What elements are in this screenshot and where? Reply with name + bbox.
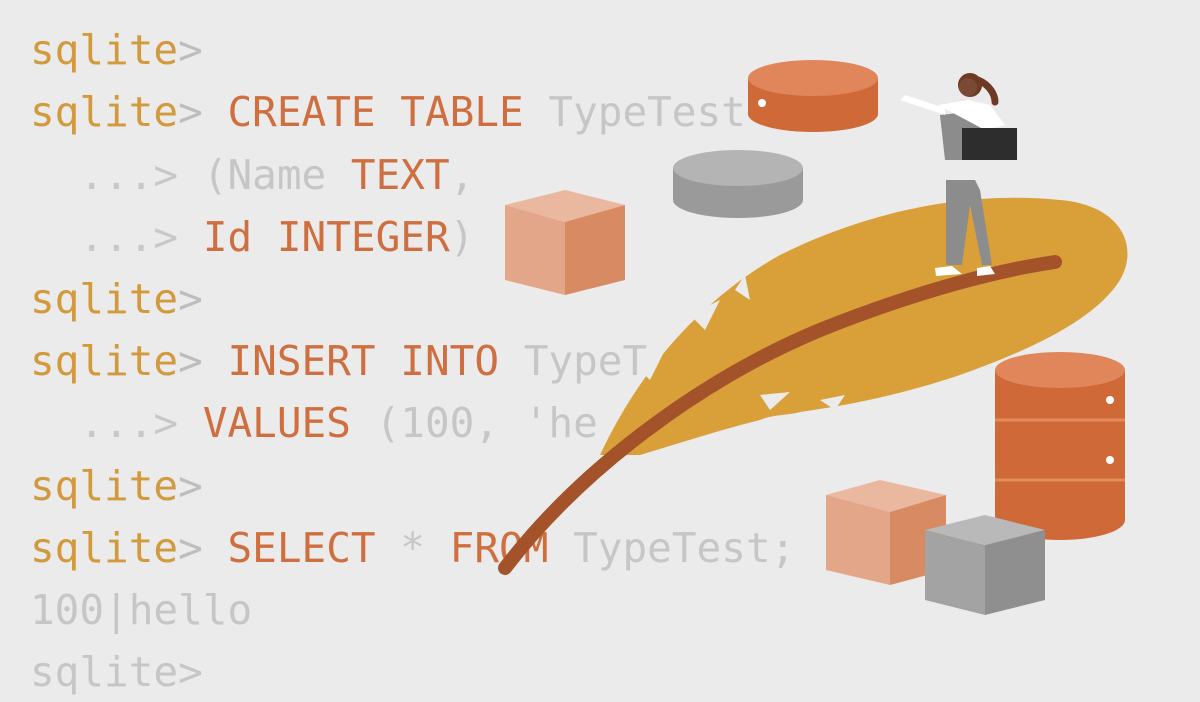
course-banner: { "code_lines": [ { "prompt": "sqlite", … (30, 0, 1200, 693)
values-list: (100, 'he (375, 399, 598, 447)
prompt-arrow: > (178, 275, 203, 323)
code-line: sqlite> (30, 30, 203, 80)
table-name: TypeTest (548, 88, 746, 136)
sql-keyword: SELECT (227, 524, 376, 572)
prompt-arrow: > (178, 524, 203, 572)
prompt-arrow: > (178, 26, 203, 74)
code-line: sqlite> INSERT INTO TypeT (30, 341, 647, 391)
sqlite-prompt: sqlite (30, 88, 179, 136)
code-line: ...> (Name TEXT, (30, 155, 474, 205)
sql-keyword: CREATE TABLE (227, 88, 524, 136)
database-icon (995, 352, 1125, 540)
sql-type: TEXT (350, 151, 450, 199)
code-line: sqlite> (30, 279, 203, 329)
code-line: ...> Id INTEGER) (30, 217, 474, 267)
sqlite-prompt: sqlite (30, 275, 179, 323)
code-line: ...> VALUES (100, 'he (30, 403, 597, 453)
sql-type: INTEGER (276, 213, 450, 261)
sqlite-prompt: sqlite (30, 524, 179, 572)
query-output: 100|hello (30, 586, 253, 634)
database-icon (673, 150, 803, 218)
continuation-prompt: ...> (79, 213, 179, 261)
prompt-arrow: > (178, 88, 203, 136)
code-line: sqlite> CREATE TABLE TypeTest (30, 92, 746, 142)
cube-icon (505, 190, 625, 295)
cube-icon (925, 515, 1045, 615)
sqlite-prompt: sqlite (30, 337, 179, 385)
code-line: 100|hello (30, 590, 252, 640)
illustration (498, 60, 1128, 615)
column-name: Id (202, 213, 253, 261)
code-line: sqlite> (30, 466, 203, 516)
punctuation: , (449, 151, 475, 199)
sqlite-prompt: sqlite (30, 26, 179, 74)
sqlite-terminal-text: sqlite> sqlite> CREATE TABLE TypeTest ..… (30, 0, 1200, 693)
feather-icon (498, 197, 1128, 575)
sql-keyword: INSERT INTO (227, 337, 500, 385)
asterisk: * (400, 524, 425, 572)
person-with-laptop-icon (900, 73, 1017, 276)
prompt-arrow: > (178, 462, 203, 510)
punctuation: ) (449, 213, 475, 261)
sql-keyword: VALUES (202, 399, 351, 447)
continuation-prompt: ...> (79, 399, 179, 447)
table-name: TypeT (523, 337, 648, 385)
table-name: TypeTest; (573, 524, 796, 572)
column-name: (Name (202, 151, 327, 199)
database-icon (748, 60, 878, 132)
continuation-prompt: ...> (79, 151, 179, 199)
sqlite-prompt: sqlite (30, 462, 179, 510)
prompt-arrow: > (178, 337, 203, 385)
